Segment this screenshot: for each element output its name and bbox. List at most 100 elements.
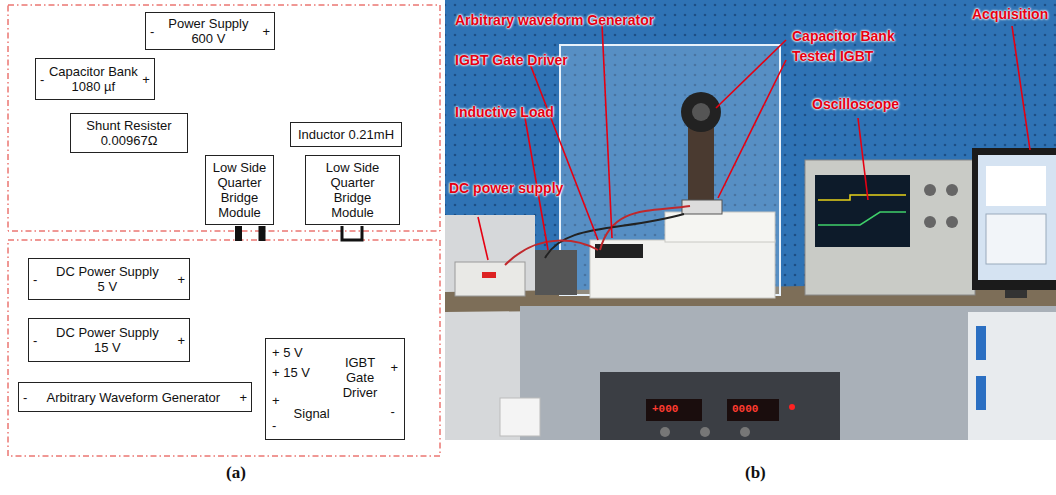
- capacitor-core: [692, 103, 710, 121]
- inductor-box: Inductor 0.21mH: [290, 122, 402, 147]
- panel-letter: (a): [226, 463, 246, 483]
- callout-label: Arbitrary waveform Generator: [455, 12, 654, 28]
- callout-label: IGBT Gate Driver: [455, 52, 568, 68]
- callout-label: Tested IGBT: [792, 48, 873, 64]
- box-label: Power Supply 600 V: [166, 16, 250, 46]
- inductor-unit: [535, 250, 577, 295]
- leader-line: [718, 60, 786, 198]
- screen-window: [986, 166, 1046, 206]
- oscilloscope-screen: [815, 175, 910, 247]
- pin-label: -: [272, 418, 280, 433]
- pin-label: -: [390, 404, 398, 419]
- dashed-region: [8, 5, 440, 231]
- pin-label: +: [272, 393, 280, 408]
- capacitor-post: [688, 118, 714, 213]
- monitor-screen: [978, 155, 1056, 280]
- display-reading: +000: [652, 403, 678, 416]
- drawer-unit: [968, 312, 1056, 440]
- polarity-sign: -: [23, 390, 27, 405]
- leader-line: [858, 118, 868, 200]
- gate-pin: [259, 226, 266, 241]
- panel-letter: (b): [745, 463, 766, 483]
- gate-short: [342, 226, 362, 240]
- polarity-sign: +: [262, 24, 270, 39]
- supply-display: [482, 272, 496, 278]
- knob: [946, 184, 958, 196]
- dc-supply-unit: [455, 262, 525, 296]
- instrument-panel: [600, 372, 840, 440]
- led-display: [646, 399, 702, 421]
- gate-driver-box: + 5 V+ 15 V+-SignalIGBT Gate Driver+-: [265, 338, 405, 440]
- dashed-region: [8, 240, 440, 456]
- callout-label: Inductive Load: [455, 104, 554, 120]
- photo-illustration: [445, 0, 1056, 440]
- display-reading: 0000: [732, 403, 758, 416]
- knob: [924, 216, 936, 228]
- knob: [740, 427, 750, 437]
- polarity-sign: +: [142, 72, 150, 87]
- box-label: Shunt Resister 0.00967Ω: [85, 118, 174, 148]
- pin-label: +: [390, 360, 398, 375]
- leader-line: [602, 24, 612, 238]
- monitor-stand: [1005, 290, 1027, 298]
- box-label: IGBT Gate Driver: [341, 355, 379, 400]
- cable: [545, 214, 684, 258]
- plastic-base: [590, 240, 775, 298]
- dc-supply-box: - DC Power Supply 5 V +: [28, 258, 190, 300]
- bridge-module-box: Low Side Quarter Bridge Module: [205, 155, 274, 225]
- box-label: Capacitor Bank 1080 µf: [47, 64, 139, 94]
- polarity-sign: +: [239, 390, 247, 405]
- box-label: DC Power Supply 15 V: [54, 325, 160, 355]
- leader-line: [530, 64, 598, 240]
- box-label: Low Side Quarter Bridge Module: [211, 160, 268, 220]
- cable: [505, 241, 598, 265]
- leader-line: [716, 40, 786, 108]
- plastic-step: [665, 212, 775, 242]
- knob: [700, 427, 710, 437]
- pegboard: [445, 0, 1056, 300]
- cabinet: [520, 306, 1056, 440]
- polarity-sign: -: [33, 272, 37, 287]
- box-label: Arbitrary Waveform Generator: [45, 390, 222, 405]
- polarity-sign: +: [177, 272, 185, 287]
- indicator-led: [789, 404, 795, 410]
- oscilloscope-body: [805, 160, 975, 295]
- scope-trace: [818, 195, 906, 200]
- signal-label: Signal: [294, 406, 330, 421]
- callout-label: Capacitor Bank: [792, 28, 895, 44]
- leader-line: [1012, 26, 1030, 150]
- polarity-sign: +: [177, 333, 185, 348]
- shunt-resistor-box: Shunt Resister 0.00967Ω: [70, 113, 188, 153]
- polarity-sign: -: [40, 72, 44, 87]
- pin-label: + 15 V: [272, 365, 330, 380]
- capacitor-ring: [681, 92, 721, 132]
- power-outlet: [500, 398, 540, 436]
- knob: [660, 427, 670, 437]
- bridge-module-box: Low Side Quarter Bridge Module: [305, 155, 400, 225]
- box-label: Low Side Quarter Bridge Module: [324, 160, 381, 220]
- polarity-sign: -: [150, 24, 154, 39]
- capacitor-bank-box: -Capacitor Bank 1080 µf+: [35, 58, 155, 100]
- dc-supply-box: - DC Power Supply 15 V +: [28, 318, 190, 362]
- knob: [924, 184, 936, 196]
- callout-label: Oscilloscope: [812, 96, 899, 112]
- callout-label: Acquisition: [972, 6, 1048, 22]
- box-label: Inductor 0.21mH: [296, 127, 396, 142]
- polarity-sign: -: [33, 333, 37, 348]
- waveform-generator-box: - Arbitrary Waveform Generator +: [18, 382, 252, 412]
- leader-line: [478, 217, 488, 260]
- power-supply-box: -Power Supply 600 V +: [145, 12, 275, 50]
- callout-label: DC power supply: [449, 180, 563, 196]
- scope-trace: [818, 212, 906, 225]
- pin-label: + 5 V: [272, 345, 330, 360]
- led-display: [727, 399, 779, 421]
- monitor-bezel: [972, 148, 1056, 290]
- knob: [946, 216, 958, 228]
- drawer-handle: [976, 326, 986, 360]
- gate-pin: [235, 226, 242, 241]
- drawer-handle: [976, 376, 986, 410]
- box-label: DC Power Supply 5 V: [54, 264, 160, 294]
